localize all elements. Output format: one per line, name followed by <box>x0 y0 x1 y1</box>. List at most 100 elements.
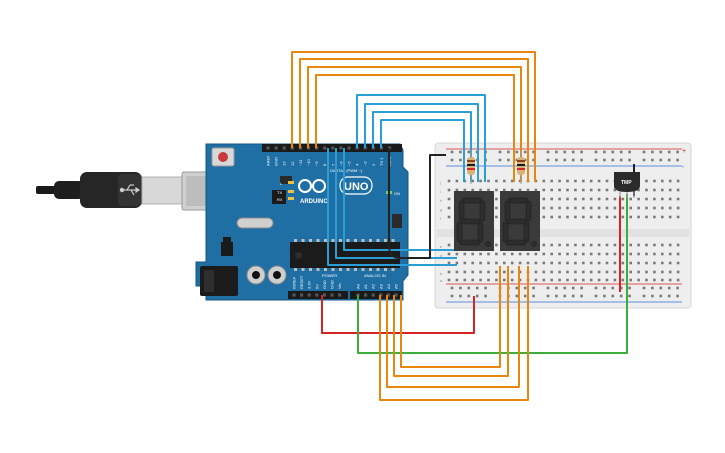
reset-button-cap[interactable] <box>218 152 228 162</box>
wire-orange <box>315 74 515 182</box>
header-pin[interactable] <box>371 293 375 297</box>
breadboard-hole <box>613 252 617 256</box>
breadboard-hole <box>645 188 648 192</box>
led-label-tx: TX <box>277 190 282 195</box>
rail-hole <box>603 286 606 290</box>
rail-hole <box>580 158 583 162</box>
breadboard-hole <box>574 261 577 265</box>
analog-pin-label: A3 <box>378 283 383 289</box>
breadboard-hole <box>637 188 640 192</box>
breadboard-hole <box>605 252 609 256</box>
header-pin[interactable] <box>331 146 335 150</box>
header-pin[interactable] <box>364 293 368 297</box>
header-pin[interactable] <box>347 146 351 150</box>
atmega-chip-legs <box>294 239 395 271</box>
rail-hole <box>475 286 479 290</box>
resistor <box>467 150 475 184</box>
row-letter: j <box>439 181 441 185</box>
rail-hole <box>546 150 550 154</box>
breadboard-hole <box>447 206 451 210</box>
header-pin[interactable] <box>307 293 311 297</box>
breadboard-hole <box>550 179 553 183</box>
header-pin[interactable] <box>394 293 398 297</box>
digital-pin-label: ~9 <box>314 161 319 166</box>
digital-pin-label: ~3 <box>363 161 368 166</box>
breadboard-hole <box>661 215 664 219</box>
chip-leg <box>384 268 387 271</box>
breadboard-hole <box>645 197 648 201</box>
analog-pin-label: A0 <box>356 283 361 289</box>
chip-leg <box>294 268 297 271</box>
breadboard-hole <box>479 270 482 274</box>
breadboard-hole <box>668 261 672 265</box>
breadboard-hole <box>574 270 577 274</box>
breadboard-hole <box>558 261 561 265</box>
row-letter: d <box>440 254 442 258</box>
header-pin[interactable] <box>300 293 304 297</box>
header-pin[interactable] <box>274 146 278 150</box>
breadboard-hole <box>676 252 680 256</box>
power-pin-label: 5V <box>314 284 319 289</box>
rail-hole <box>580 294 583 298</box>
wires <box>291 51 635 401</box>
breadboard-hole <box>621 261 625 265</box>
breadboard-hole <box>471 278 474 282</box>
rail-hole <box>580 286 583 290</box>
breadboard-hole <box>542 188 546 192</box>
breadboard-hole <box>558 188 561 192</box>
analog-header <box>350 291 402 299</box>
rail-plus-sign: + <box>682 148 686 155</box>
rail-hole <box>563 158 567 162</box>
rail-hole <box>628 286 631 290</box>
chip-leg <box>339 239 342 242</box>
header-pin[interactable] <box>266 146 270 150</box>
rail-hole <box>611 150 615 154</box>
breadboard-hole <box>605 270 609 274</box>
header-pin[interactable] <box>339 146 343 150</box>
breadboard-hole <box>503 252 506 256</box>
header-pin[interactable] <box>386 293 390 297</box>
breadboard-hole <box>668 197 672 201</box>
breadboard-hole <box>589 243 593 247</box>
led-tx <box>288 190 294 193</box>
breadboard-hole <box>558 197 561 201</box>
breadboard-hole <box>574 179 577 183</box>
breadboard-hole <box>503 188 506 192</box>
breadboard-hole <box>653 188 656 192</box>
breadboard-hole <box>471 270 474 274</box>
rail-hole <box>532 158 535 162</box>
breadboard-hole <box>668 270 672 274</box>
header-pin[interactable] <box>292 293 296 297</box>
breadboard-hole <box>676 261 680 265</box>
chip-leg <box>316 268 320 271</box>
breadboard-hole <box>463 261 467 265</box>
header-pin[interactable] <box>323 146 327 150</box>
chip-leg <box>301 268 305 271</box>
rail-hole <box>651 294 654 298</box>
breadboard-hole <box>487 252 490 256</box>
breadboard-hole <box>542 243 546 247</box>
header-pin[interactable] <box>322 293 326 297</box>
header-pin[interactable] <box>330 293 334 297</box>
breadboard-hole <box>534 278 538 282</box>
wire-blue <box>364 103 479 182</box>
breadboard-hole <box>582 261 585 265</box>
rail-hole <box>571 294 575 298</box>
rail-hole <box>676 158 679 162</box>
header-pin[interactable] <box>338 293 342 297</box>
breadboard-hole <box>566 270 569 274</box>
breadboard-hole <box>676 197 680 201</box>
breadboard-hole <box>629 215 632 219</box>
chip-leg <box>331 268 335 271</box>
breadboard-hole <box>637 243 640 247</box>
rail-hole <box>603 158 606 162</box>
rail-hole <box>676 294 679 298</box>
arduino-uno-board: L TX RX ON ARDUINO UNO DIGITAL (PWM ~) P… <box>195 143 409 301</box>
header-pin[interactable] <box>282 146 286 150</box>
rail-hole <box>498 150 502 154</box>
header-pin[interactable] <box>315 293 319 297</box>
breadboard-hole <box>510 261 514 265</box>
breadboard-hole <box>550 261 553 265</box>
